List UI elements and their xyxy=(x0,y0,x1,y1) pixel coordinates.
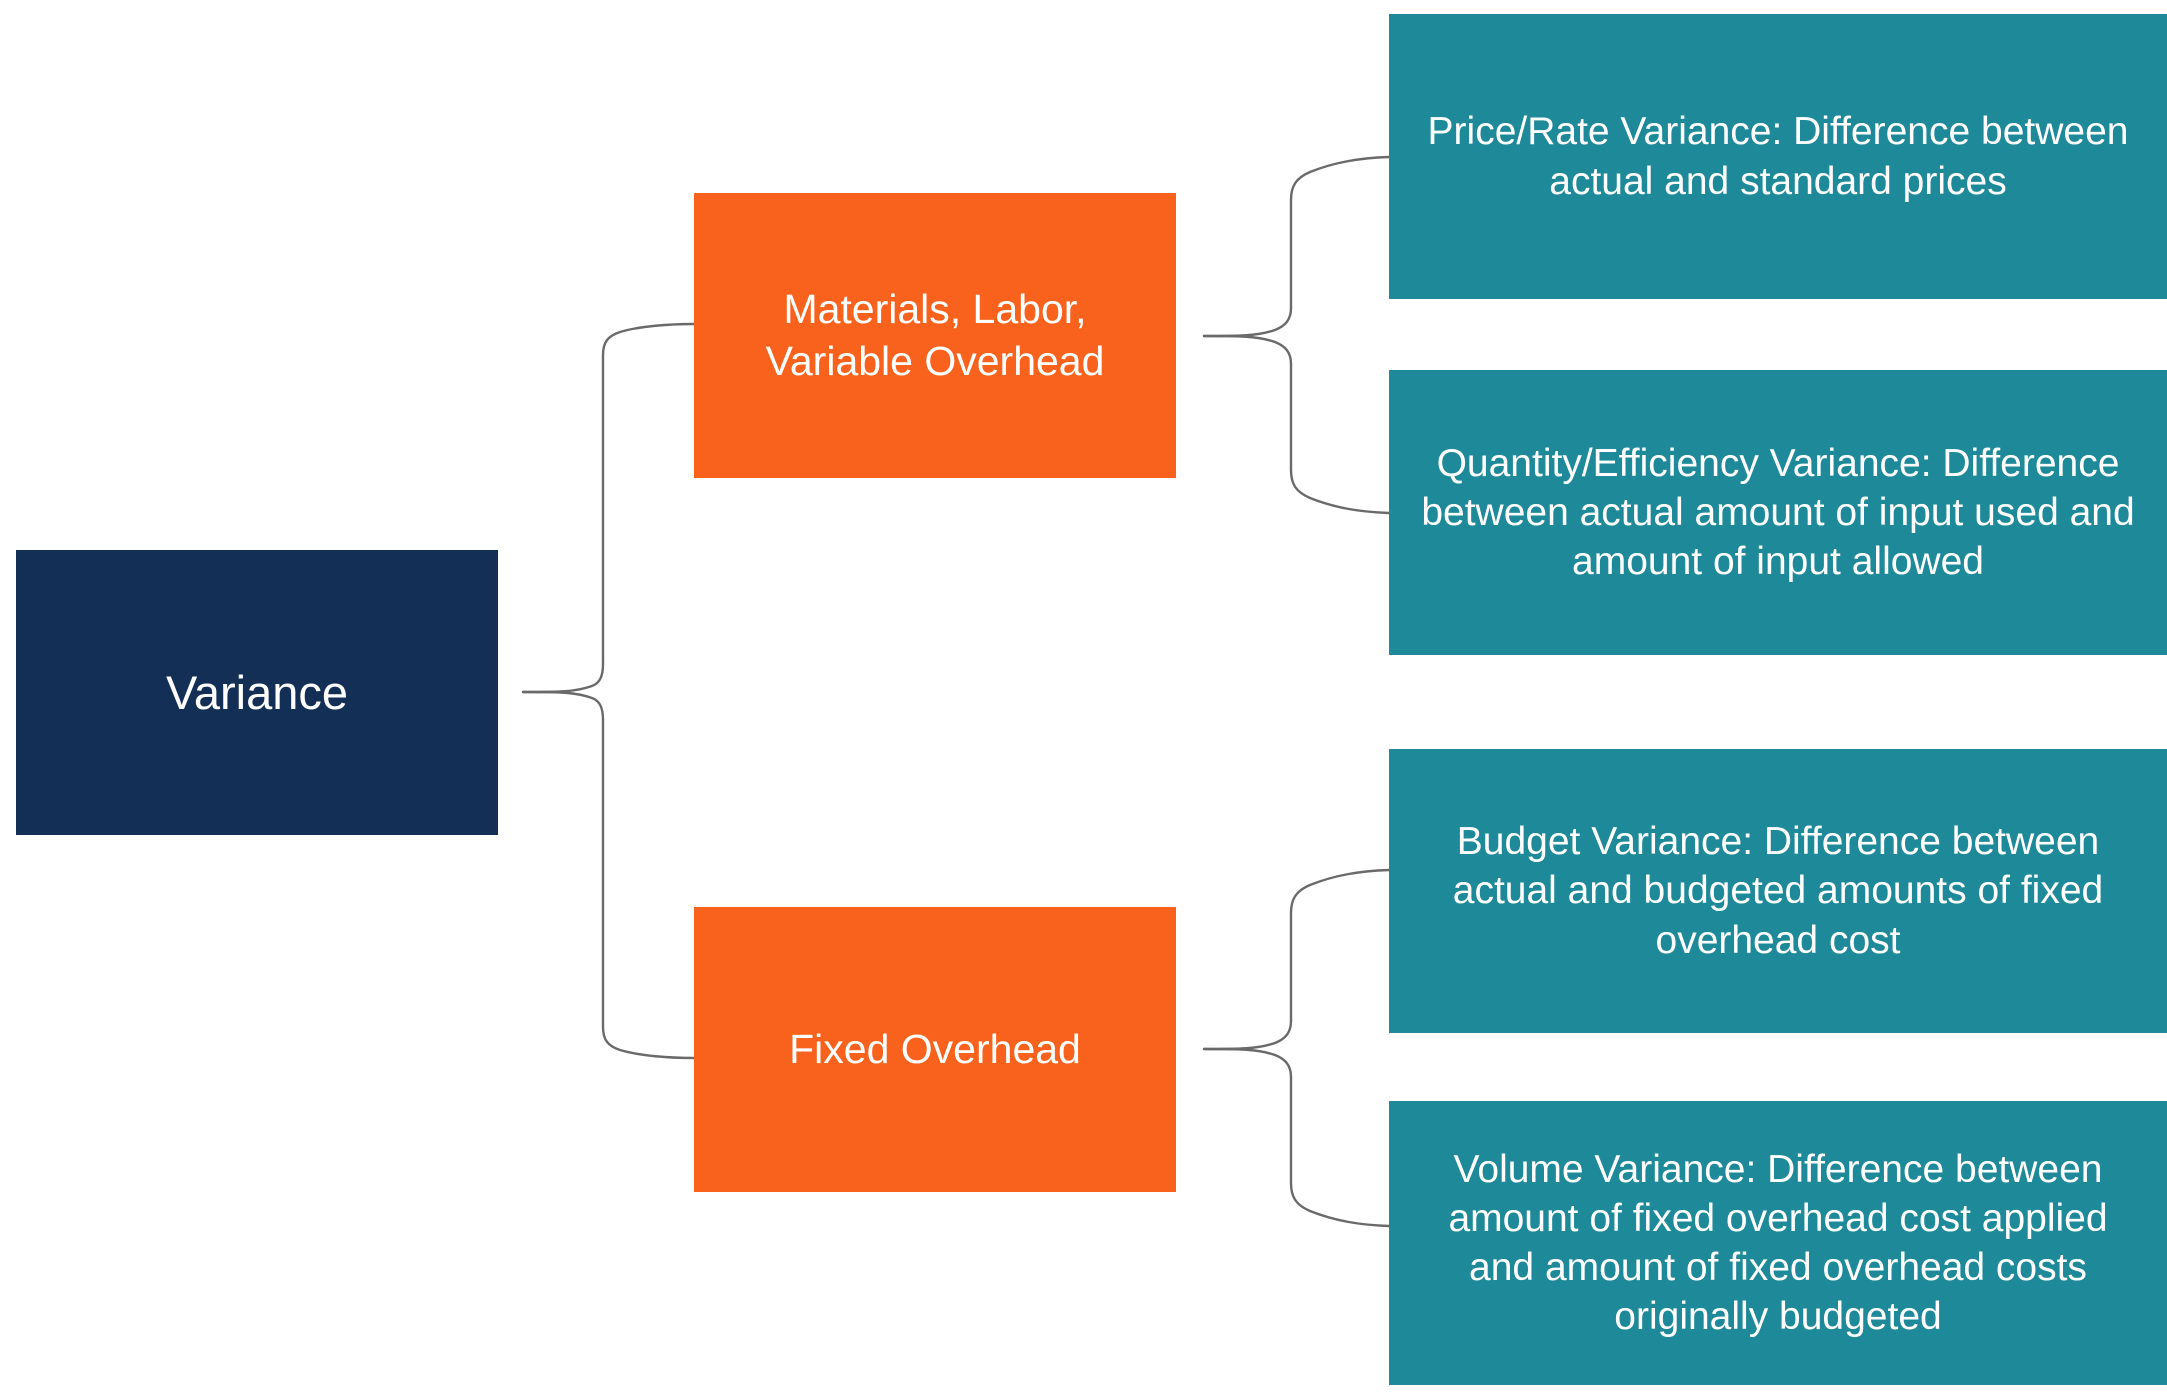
node-quantity-efficiency-variance[interactable]: Quantity/Efficiency Variance: Difference… xyxy=(1389,370,2167,655)
node-fixed-overhead-label: Fixed Overhead xyxy=(789,1025,1081,1072)
node-volume-variance-label: Volume Variance: Difference between amou… xyxy=(1448,1147,2108,1339)
connector-root-to-materials xyxy=(601,322,696,666)
node-materials-labor-variable-overhead-label: Materials, Labor, Variable Overhead xyxy=(765,285,1105,384)
node-budget-variance-label: Budget Variance: Difference between actu… xyxy=(1452,820,2104,962)
node-quantity-efficiency-variance-label: Quantity/Efficiency Variance: Difference… xyxy=(1421,441,2135,584)
node-budget-variance[interactable]: Budget Variance: Difference between actu… xyxy=(1389,749,2167,1033)
node-materials-labor-variable-overhead[interactable]: Materials, Labor, Variable Overhead xyxy=(694,193,1176,478)
connector-root-to-fixed xyxy=(601,718,696,1060)
connector-materials-to-quantity xyxy=(1289,362,1391,515)
node-volume-variance[interactable]: Volume Variance: Difference between amou… xyxy=(1389,1101,2167,1385)
connector-root-stub-lower xyxy=(521,690,605,722)
connector-root-stub xyxy=(521,662,605,694)
connector-fixed-stub xyxy=(1202,1019,1293,1051)
connector-fixed-to-budget xyxy=(1289,868,1391,1023)
connector-materials-to-price xyxy=(1289,155,1391,310)
connector-materials-stub xyxy=(1202,306,1293,338)
node-price-rate-variance-label: Price/Rate Variance: Difference between … xyxy=(1427,110,2129,203)
connector-materials-stub-lower xyxy=(1202,334,1293,366)
node-root-variance[interactable]: Variance xyxy=(16,550,498,835)
node-root-label: Variance xyxy=(165,665,348,719)
node-fixed-overhead[interactable]: Fixed Overhead xyxy=(694,907,1176,1192)
connector-fixed-stub-lower xyxy=(1202,1047,1293,1079)
connector-fixed-to-volume xyxy=(1289,1075,1391,1228)
node-price-rate-variance[interactable]: Price/Rate Variance: Difference between … xyxy=(1389,14,2167,299)
